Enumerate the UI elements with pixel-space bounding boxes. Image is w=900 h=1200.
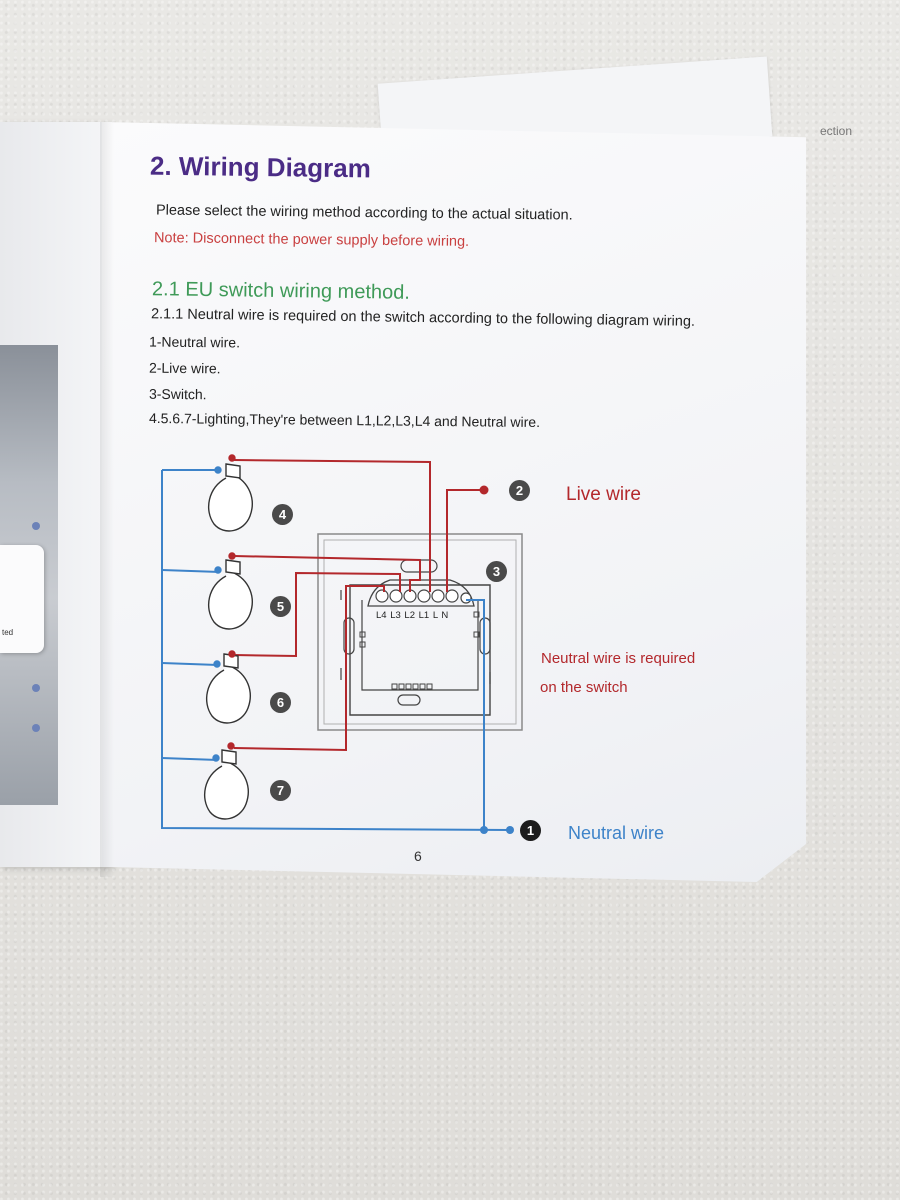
badge-neutral: 1 xyxy=(520,820,541,841)
left-page-dot xyxy=(32,724,40,732)
neutral-junction-dot xyxy=(480,826,488,834)
bulb-6-icon xyxy=(205,650,251,724)
bulb-4-icon xyxy=(207,454,253,532)
bulb-7-icon xyxy=(203,742,249,820)
page-spine-shadow xyxy=(100,122,114,877)
light-bulbs xyxy=(203,454,253,820)
badge-lamp-5: 5 xyxy=(270,596,291,617)
left-page-dot xyxy=(32,684,40,692)
neutral-required-label-line2: on the switch xyxy=(540,679,628,696)
left-page-dot xyxy=(32,522,40,530)
badge-live: 2 xyxy=(509,480,530,501)
rear-page-fragment: ection xyxy=(819,124,852,138)
neutral-source-dot xyxy=(506,826,514,834)
neutral-wiring xyxy=(161,469,511,831)
badge-lamp-4: 4 xyxy=(272,504,293,525)
badge-lamp-7: 7 xyxy=(270,780,291,801)
terminal-block xyxy=(367,579,475,607)
live-source-dot xyxy=(479,485,489,495)
live-wiring xyxy=(233,459,484,752)
live-wire-label: Live wire xyxy=(566,484,641,505)
left-page-card-label: ted xyxy=(2,628,14,637)
left-page-card xyxy=(0,545,44,653)
terminal-labels: L4 L3 L2 L1 L N xyxy=(376,610,449,621)
neutral-wire-label: Neutral wire xyxy=(568,823,665,843)
badge-switch: 3 xyxy=(486,561,507,582)
neutral-required-label-line1: Neutral wire is required xyxy=(541,650,696,667)
bulb-5-icon xyxy=(207,552,253,630)
page-number: 6 xyxy=(414,848,422,864)
switch-plate xyxy=(317,533,523,731)
badge-lamp-6: 6 xyxy=(270,692,291,713)
